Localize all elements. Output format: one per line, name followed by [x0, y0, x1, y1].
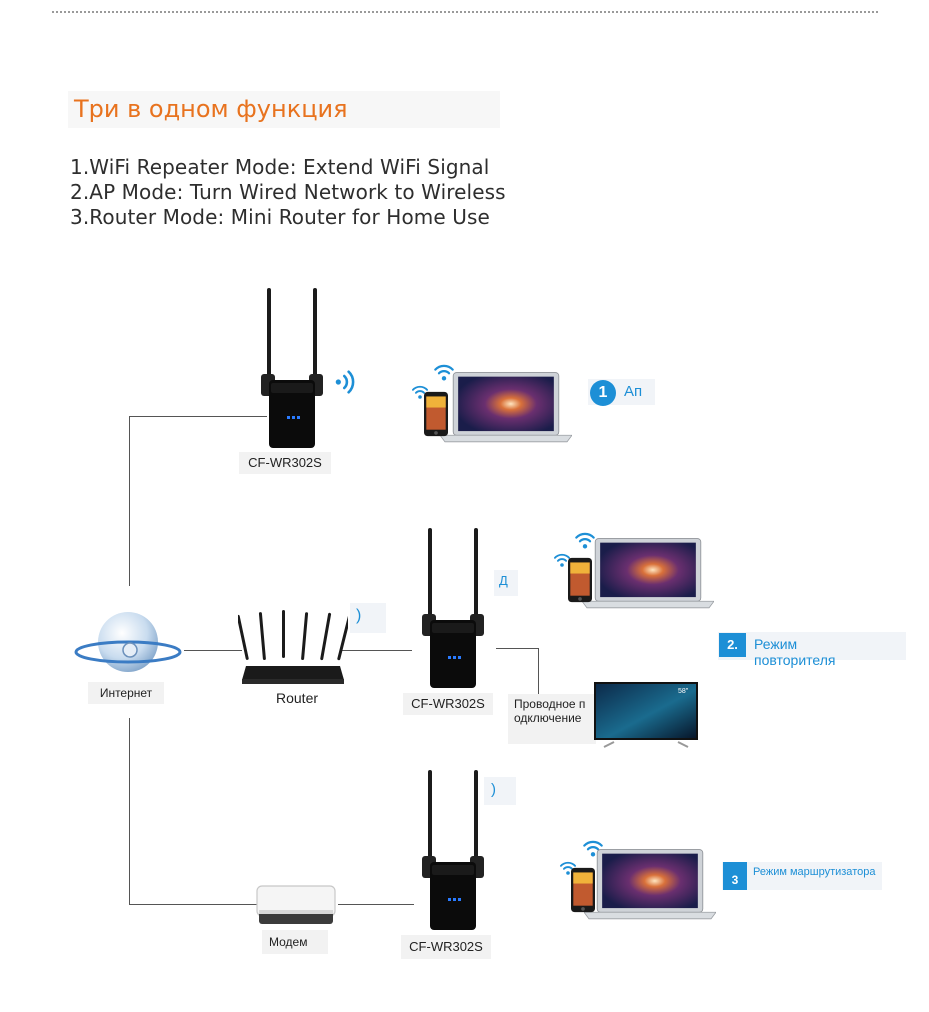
- signal-box: [494, 570, 518, 596]
- laptop-icon: [582, 538, 714, 610]
- mode-repeater-text: Режим повторителя: [754, 636, 836, 668]
- modem-label: Модем: [262, 930, 328, 954]
- tv-icon: 58": [594, 682, 698, 748]
- mode-router-label: [722, 862, 882, 890]
- mode-router-text: Режим маршрутизатора: [753, 866, 876, 878]
- mode-number-badge: 3: [723, 862, 747, 890]
- connector-line: [496, 648, 538, 649]
- repeater-device-icon: [247, 288, 337, 448]
- mode-number-badge: 2.: [719, 633, 746, 657]
- connector-line: [129, 718, 130, 904]
- smartphone-icon: [568, 556, 592, 604]
- connector-line: [129, 904, 257, 905]
- laptop-icon: [584, 848, 716, 922]
- connector-line: [342, 650, 412, 651]
- wired-connection-label: Проводное п одключение: [508, 694, 596, 744]
- signal-glyph: ): [491, 781, 496, 798]
- page-title: Три в одном функция: [74, 95, 348, 123]
- signal-glyph: ): [356, 607, 362, 624]
- mode-repeater-label: [718, 632, 906, 660]
- device-label: CF-WR302S: [403, 693, 493, 715]
- connector-line: [184, 650, 242, 651]
- mode-ap-text: Ап: [624, 383, 643, 400]
- feature-item-3: 3.Router Mode: Mini Router for Home Use: [70, 205, 490, 229]
- smartphone-icon: [571, 866, 595, 914]
- laptop-icon: [440, 372, 572, 444]
- smartphone-icon: [424, 390, 448, 438]
- heading-background: [68, 91, 500, 128]
- internet-label: Интернет: [88, 682, 164, 704]
- connector-line: [129, 416, 130, 586]
- mode-number-badge: 1: [590, 380, 616, 406]
- router-device-icon: [238, 610, 348, 684]
- signal-glyph: Д: [499, 573, 508, 588]
- connector-line: [129, 416, 267, 417]
- device-label: CF-WR302S: [401, 935, 491, 959]
- dotted-divider: [52, 11, 878, 13]
- globe-icon: [74, 612, 182, 672]
- connector-line: [338, 904, 414, 905]
- repeater-device-icon: [408, 528, 498, 688]
- device-label: CF-WR302S: [239, 452, 331, 474]
- router-label: Router: [276, 690, 319, 706]
- signal-box: [484, 777, 516, 805]
- modem-device-icon: [256, 885, 336, 924]
- feature-item-2: 2.AP Mode: Turn Wired Network to Wireles…: [70, 180, 506, 204]
- connector-line: [538, 648, 539, 694]
- wifi-signal-icon: [334, 368, 360, 396]
- tv-size-badge: 58": [678, 688, 689, 695]
- signal-box: [350, 603, 386, 633]
- feature-item-1: 1.WiFi Repeater Mode: Extend WiFi Signal: [70, 155, 490, 179]
